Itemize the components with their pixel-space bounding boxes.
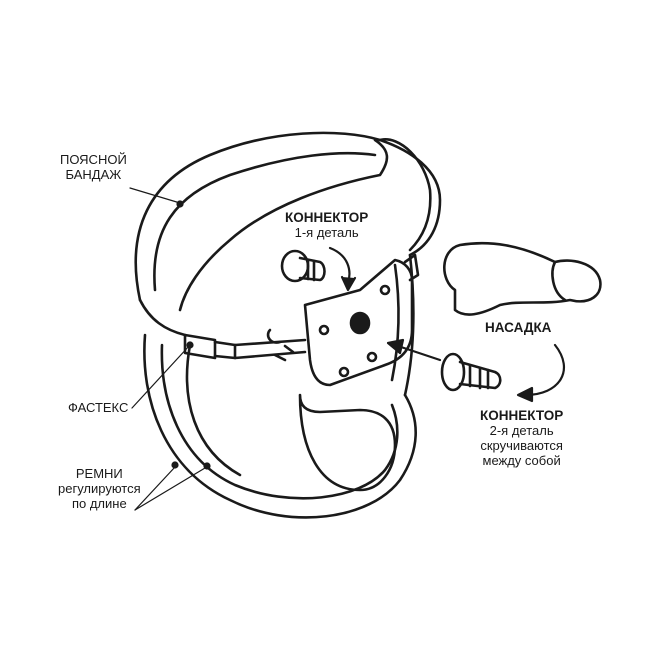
label-sub: 1-я деталь (294, 225, 359, 240)
label-buckle: ФАСТЕКС (68, 400, 129, 415)
label-line: БАНДАЖ (65, 167, 122, 182)
arrows (328, 246, 566, 403)
leg-straps-drawing (143, 253, 417, 519)
label-title: КОННЕКТОР (285, 210, 369, 225)
label-line: ПОЯСНОЙ (60, 152, 127, 167)
label-connector-1: КОННЕКТОР 1-я деталь (285, 210, 368, 240)
label-line: РЕМНИ (75, 466, 123, 481)
label-straps: РЕМНИ регулируются по длине (58, 466, 141, 511)
label-title: КОННЕКТОР (480, 408, 564, 423)
connector-plate-drawing (303, 253, 420, 387)
label-line: между собой (482, 453, 561, 468)
waist-belt-drawing (134, 131, 442, 337)
connector-1-drawing (280, 249, 326, 283)
leader-lines (129, 187, 211, 511)
connector-2-drawing (440, 352, 502, 392)
label-waist-belt: ПОЯСНОЙ БАНДАЖ (60, 152, 127, 182)
label-line: 2-я деталь (489, 423, 554, 438)
label-line: скручиваются (480, 438, 563, 453)
buckle-drawing (183, 328, 307, 362)
label-line: регулируются (58, 481, 141, 496)
label-connector-2: КОННЕКТОР 2-я деталь скручиваются между … (480, 408, 563, 468)
attachment-drawing (443, 241, 602, 316)
label-line: по длине (71, 496, 127, 511)
label-attachment: НАСАДКА (485, 320, 552, 335)
